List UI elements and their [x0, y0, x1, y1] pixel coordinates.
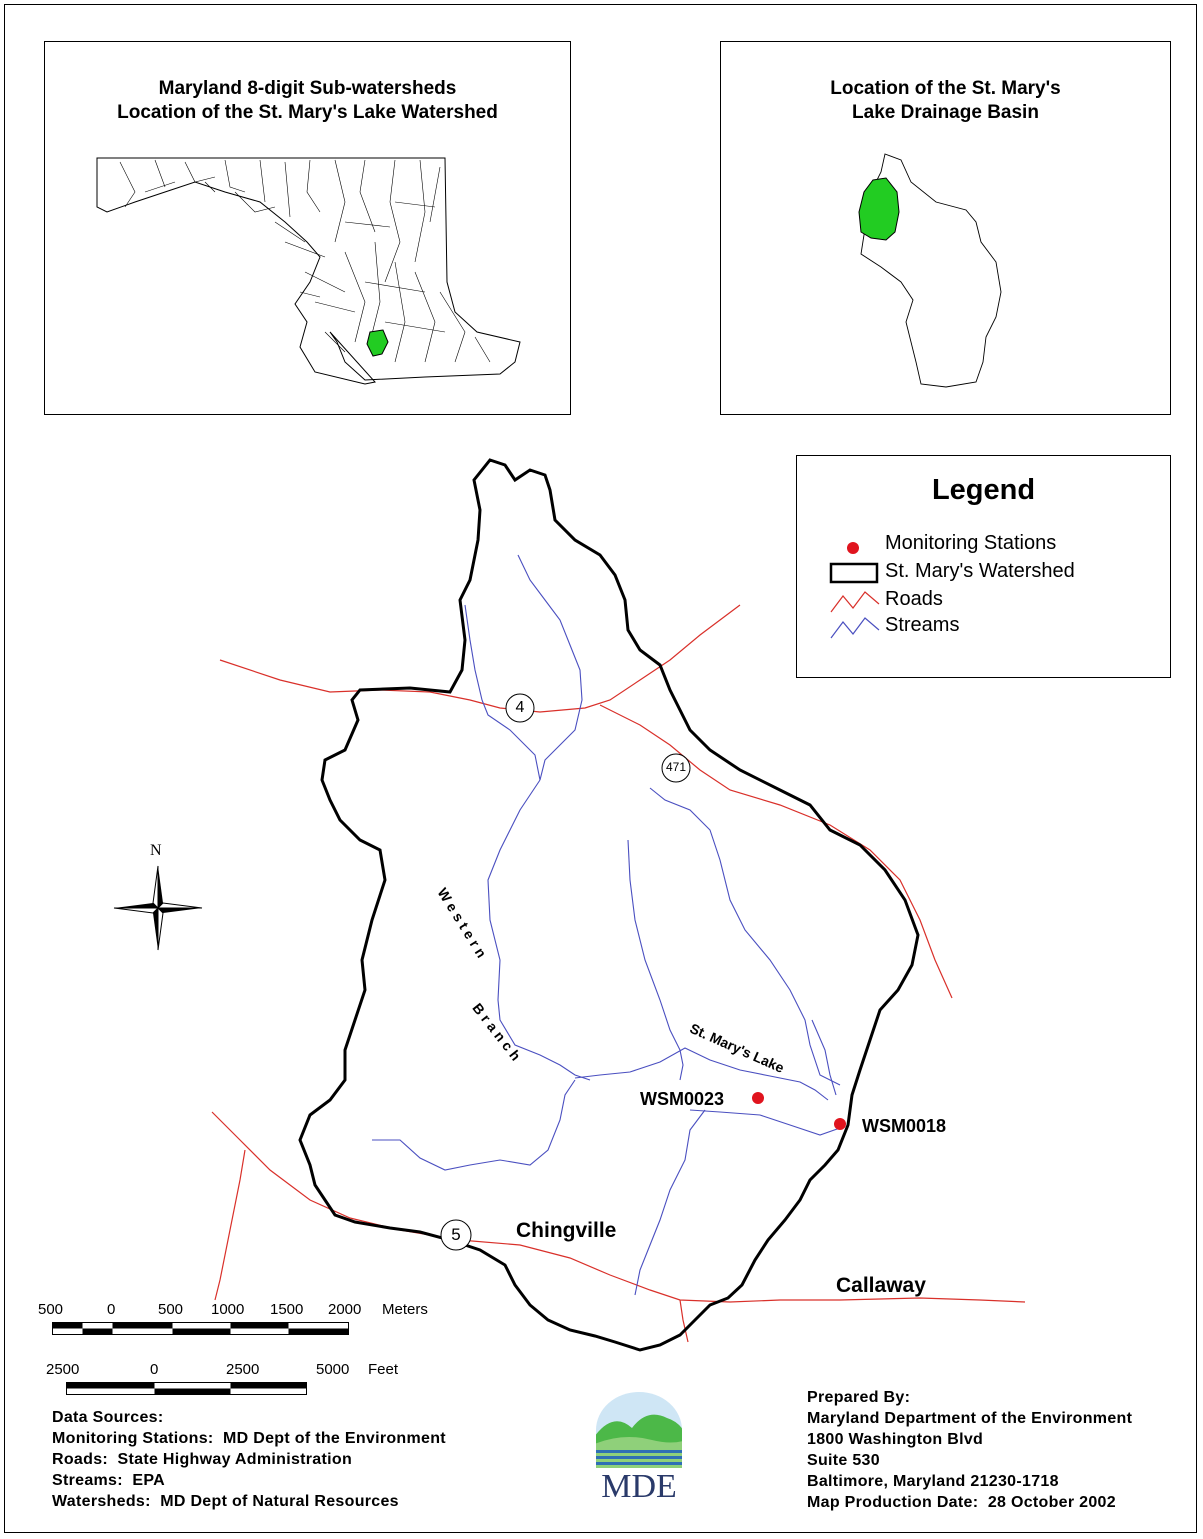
data-source-line: Monitoring Stations: MD Dept of the Envi… — [52, 1430, 446, 1447]
stream-lower-lake — [689, 1109, 841, 1136]
place-label-callaway: Callaway — [836, 1274, 926, 1297]
mde-logo: MDE — [592, 1390, 686, 1505]
road-south-spur — [679, 1299, 689, 1343]
stream-central — [627, 839, 684, 1081]
legend-item-watershed: St. Mary's Watershed — [885, 560, 1075, 582]
north-arrow-icon — [113, 865, 203, 951]
scale-meters-bar — [52, 1322, 349, 1335]
roads-layer — [211, 604, 1026, 1343]
stream-south — [634, 1109, 706, 1296]
data-source-line: Watersheds: MD Dept of Natural Resources — [52, 1493, 399, 1510]
place-label-chingville: Chingville — [516, 1219, 617, 1242]
road-route-4 — [219, 604, 741, 713]
legend-stream-line-icon — [830, 617, 880, 639]
scale-meters-tick-0: 500 — [38, 1301, 64, 1318]
legend-box: Legend Monitoring Stations St. Mary's Wa… — [796, 455, 1171, 678]
inset-left-title-line2: Location of the St. Mary's Lake Watershe… — [117, 102, 498, 123]
scale-meters-unit: Meters — [382, 1301, 428, 1318]
data-sources: Data Sources: Monitoring Stations: MD De… — [52, 1407, 446, 1512]
scale-meters-tick-1: 0 — [107, 1301, 116, 1318]
inset-maryland-subwatersheds: Maryland 8-digit Sub-watersheds Location… — [44, 41, 571, 415]
route-shield-471 — [661, 753, 691, 783]
station-wsm0018-dot — [834, 1118, 846, 1130]
mde-logo-text: MDE — [601, 1468, 677, 1505]
scale-meters-tick-3: 1000 — [211, 1301, 245, 1318]
station-wsm0023-dot — [752, 1092, 764, 1104]
scale-feet-bar — [66, 1382, 307, 1395]
stream-east-tributary — [811, 1019, 837, 1096]
st-marys-watershed-boundary — [298, 458, 920, 1352]
maryland-map — [96, 157, 521, 385]
inset-right-title-line2: Lake Drainage Basin — [852, 102, 1039, 123]
road-route-471 — [599, 704, 953, 999]
inset-drainage-basin: Location of the St. Mary's Lake Drainage… — [720, 41, 1171, 415]
station-label-wsm0018: WSM0018 — [862, 1116, 947, 1136]
legend-monitoring-station-icon — [847, 542, 859, 554]
data-sources-heading: Data Sources: — [52, 1409, 164, 1426]
road-west-branch — [214, 1149, 246, 1301]
prepared-by-heading: Prepared By: — [807, 1389, 911, 1406]
map-frame — [4, 4, 1197, 1533]
legend-item-streams: Streams — [885, 614, 960, 636]
legend-watershed-outline-icon — [829, 562, 879, 584]
data-source-line: Streams: EPA — [52, 1472, 165, 1489]
route-4-label: 4 — [515, 699, 525, 716]
legend-title: Legend — [931, 474, 1036, 506]
prepared-by-line: Map Production Date: 28 October 2002 — [807, 1494, 1116, 1511]
prepared-by-line: Maryland Department of the Environment — [807, 1410, 1133, 1427]
inset-right-title-line1: Location of the St. Mary's — [830, 78, 1061, 99]
drainage-basin-map — [858, 153, 1002, 388]
prepared-by: Prepared By: Maryland Department of the … — [807, 1387, 1132, 1513]
stream-western-branch — [487, 779, 591, 1081]
scale-feet-unit: Feet — [368, 1361, 399, 1378]
road-route-5 — [211, 1111, 1026, 1303]
stream-main-north — [517, 554, 583, 781]
stream-lake — [574, 1047, 829, 1101]
scale-meters-tick-4: 1500 — [270, 1301, 304, 1318]
stream-south-west — [372, 1079, 576, 1171]
scale-meters-tick-5: 2000 — [328, 1301, 362, 1318]
legend-road-line-icon — [830, 591, 880, 613]
legend-item-roads: Roads — [885, 588, 943, 610]
route-shield-4 — [505, 693, 535, 723]
legend-item-monitoring-stations: Monitoring Stations — [885, 532, 1057, 554]
north-label: N — [150, 842, 162, 859]
scale-feet-tick-2: 2500 — [226, 1361, 260, 1378]
streams-layer — [372, 554, 841, 1296]
mde-logo-emblem-icon — [596, 1392, 682, 1468]
route-5-label: 5 — [451, 1225, 461, 1244]
scale-feet-tick-3: 5000 — [316, 1361, 350, 1378]
inset-left-title-line1: Maryland 8-digit Sub-watersheds — [158, 78, 457, 99]
scale-feet-tick-1: 0 — [150, 1361, 159, 1378]
stream-north-west — [464, 604, 541, 781]
route-shield-5 — [440, 1219, 472, 1251]
station-label-wsm0023: WSM0023 — [640, 1089, 725, 1109]
data-source-line: Roads: State Highway Administration — [52, 1451, 353, 1468]
route-471-label: 471 — [665, 760, 687, 774]
scale-meters-tick-2: 500 — [158, 1301, 184, 1318]
prepared-by-line: Suite 530 — [807, 1452, 880, 1469]
stream-east — [649, 787, 841, 1086]
scale-feet-tick-0: 2500 — [46, 1361, 80, 1378]
prepared-by-line: Baltimore, Maryland 21230-1718 — [807, 1473, 1059, 1490]
prepared-by-line: 1800 Washington Blvd — [807, 1431, 984, 1448]
